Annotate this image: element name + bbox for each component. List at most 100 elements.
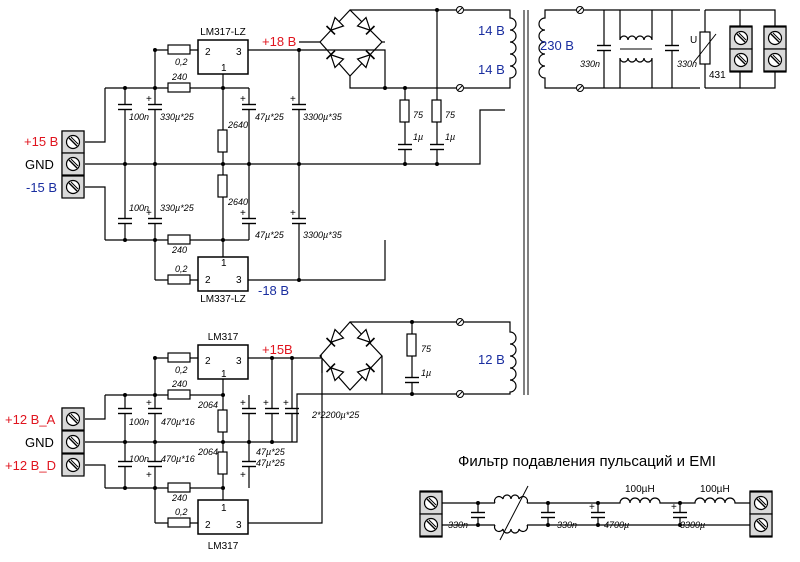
regulator-2-bottom-label: LM317 — [208, 541, 239, 552]
resistor-2064-bottom: 2064 — [197, 447, 218, 457]
regulator-lm317lz — [197, 39, 249, 75]
resistor-75-2: 75 — [421, 344, 432, 354]
pin-out-label: 3 — [236, 520, 242, 531]
voltage-neg-18: -18 В — [258, 283, 289, 298]
cap-100n-2-top: 100n — [129, 417, 149, 427]
winding-12v: 12 В — [478, 352, 505, 367]
filter-inductor-2 — [680, 497, 760, 504]
svg-text:+: + — [283, 398, 289, 409]
voltage-pos-15: +15В — [262, 342, 293, 357]
pin-adj-label: 1 — [221, 258, 227, 269]
resistor-240-bottom-label: 240 — [171, 245, 187, 255]
cap-47u-2-bottom: 47µ*25 — [256, 458, 286, 468]
terminal-block-1[interactable] — [61, 130, 85, 199]
pin-in-label: 2 — [205, 275, 211, 286]
svg-text:+: + — [240, 94, 246, 105]
cap-47u-top-label: 47µ*25 — [255, 112, 285, 122]
regulator-lm337lz — [197, 256, 249, 292]
pin-out-label: 3 — [236, 275, 242, 286]
resistor-sense-top-value: 0,2 — [175, 57, 188, 67]
svg-text:+: + — [146, 398, 152, 409]
winding-14v-bottom: 14 В — [478, 62, 505, 77]
bridge-rectifier-2 — [319, 321, 383, 391]
pin-out-label: 3 — [236, 356, 242, 367]
out-gnd-1: GND — [25, 157, 54, 172]
filter-input-terminal[interactable] — [419, 490, 443, 538]
cap-2x2200u: 2*2200µ*25 — [311, 410, 360, 420]
cap-100n-2-bottom: 100n — [129, 454, 149, 464]
pin-adj-label: 1 — [221, 63, 227, 74]
resistor-sense-top — [167, 44, 191, 55]
mains-terminal-1[interactable] — [729, 25, 753, 73]
bridge-rectifier-1 — [319, 9, 383, 77]
filter-c1: 330n — [448, 520, 468, 530]
mains-voltage: 230 В — [540, 38, 574, 53]
emi-filter: 330n 330n + 4700µ 100µH + 3300µ 100µH — [419, 484, 773, 541]
out-12v-a: +12 В_A — [5, 412, 56, 427]
cap-330u-bottom-label: 330µ*25 — [160, 203, 195, 213]
resistor-sense-2-top: 0,2 — [175, 365, 188, 375]
pin-in-label: 2 — [205, 520, 211, 531]
mains-choke — [619, 10, 653, 41]
resistor-sense-bottom — [167, 274, 191, 285]
resistor-75-a-label: 75 — [413, 110, 424, 120]
cap-470u-2-bottom: 470µ*16 — [161, 454, 195, 464]
cap-100n-bottom-label: 100n — [129, 203, 149, 213]
mains-primary: 230 В 330n 330n U 431 — [538, 6, 787, 92]
resistor-240-top — [167, 82, 191, 93]
resistor-sense-2-bottom: 0,2 — [175, 507, 188, 517]
mains-terminal-2[interactable] — [763, 25, 787, 73]
regulator-top-label: LM317-LZ — [200, 27, 246, 38]
svg-text:+: + — [290, 94, 296, 105]
terminal-block-2[interactable] — [61, 407, 85, 477]
svg-text:+: + — [589, 502, 595, 513]
cap-330u-top-label: 330µ*25 — [160, 112, 195, 122]
pin-in-label: 2 — [205, 356, 211, 367]
filter-l2: 100µH — [700, 484, 730, 495]
resistor-240-2-bottom: 240 — [171, 493, 187, 503]
svg-text:+: + — [290, 208, 296, 219]
transformer-secondary-14v — [464, 9, 517, 89]
cap-3300u-bottom-label: 3300µ*35 — [303, 230, 343, 240]
out-pos-15: +15 В — [24, 134, 58, 149]
pin-adj-label: 1 — [221, 503, 227, 514]
winding-14v-top: 14 В — [478, 23, 505, 38]
resistor-75-b-label: 75 — [445, 110, 456, 120]
svg-text:+: + — [240, 398, 246, 409]
filter-c3: 4700µ — [604, 520, 629, 530]
voltage-pos-18: +18 В — [262, 34, 296, 49]
svg-text:+: + — [146, 94, 152, 105]
pin-out-label: 3 — [236, 47, 242, 58]
filter-title: Фильтр подавления пульсаций и EMI — [458, 453, 716, 470]
svg-text:+: + — [240, 208, 246, 219]
svg-text:+: + — [146, 208, 152, 219]
cap-3300u-top-label: 3300µ*35 — [303, 112, 343, 122]
regulator-lm317-bottom — [197, 499, 249, 535]
resistor-2064-top: 2064 — [197, 400, 218, 410]
filter-output-terminal[interactable] — [749, 490, 773, 538]
svg-text:+: + — [671, 502, 677, 513]
varistor-label: 431 — [709, 70, 726, 81]
regulator-2-top-label: LM317 — [208, 332, 239, 343]
pin-adj-label: 1 — [221, 369, 227, 380]
resistor-75-a — [399, 99, 410, 123]
cap-470u-2-top: 470µ*16 — [161, 417, 195, 427]
cap-x2-label: 330n — [677, 59, 697, 69]
filter-l1: 100µH — [625, 484, 655, 495]
cap-47u-2-top: 47µ*25 — [256, 447, 286, 457]
out-12v-d: +12 В_D — [5, 458, 56, 473]
filter-c4: 3300µ — [680, 520, 705, 530]
pin-in-label: 2 — [205, 47, 211, 58]
out-neg-15: -15 В — [26, 180, 57, 195]
supply-2: LM317 2 3 1 LM317 2 3 1 0,2 0,2 240 240 … — [85, 318, 517, 552]
resistor-2640-bottom — [217, 174, 228, 198]
resistor-240-2-top: 240 — [171, 379, 187, 389]
cap-1u-b-label: 1µ — [445, 132, 455, 142]
filter-inductor-1 — [605, 497, 680, 504]
resistor-240-bottom — [167, 234, 191, 245]
resistor-240-top-label: 240 — [171, 72, 187, 82]
resistor-2640-top-label: 2640 — [227, 120, 248, 130]
resistor-75-b — [431, 99, 442, 123]
svg-text:+: + — [263, 398, 269, 409]
